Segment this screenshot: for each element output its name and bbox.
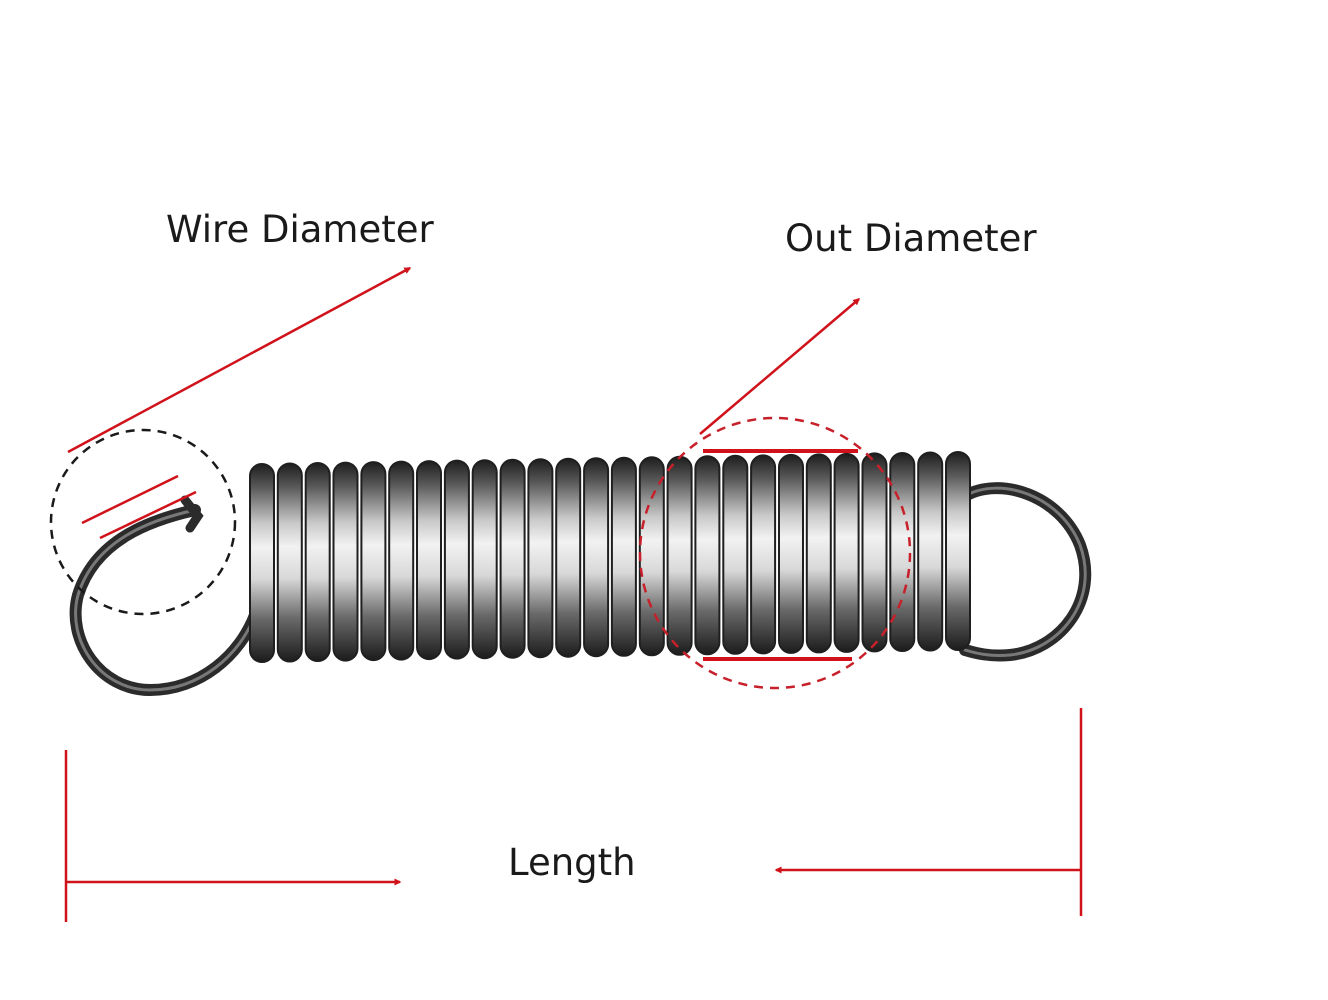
spring-coil (917, 451, 944, 652)
spring-coil (833, 452, 860, 653)
length-label: Length (508, 841, 636, 884)
spring-coil (945, 451, 971, 651)
spring-coil (750, 454, 777, 655)
wire-diameter-line-2 (99, 490, 197, 540)
spring-coil (527, 458, 554, 659)
spring-coil (304, 462, 331, 662)
spring-coil (666, 455, 693, 656)
out-diameter-label: Out Diameter (785, 217, 1037, 260)
spring-coil (778, 453, 804, 654)
out-diameter-arrow (699, 298, 861, 435)
spring-coil (889, 452, 916, 652)
wire-diameter-label: Wire Diameter (166, 208, 434, 251)
spring-coil (360, 461, 387, 662)
spring-coil (638, 456, 665, 657)
spring-coil (555, 457, 582, 658)
spring-coil (694, 455, 721, 656)
spring-coil (388, 460, 415, 661)
spring-body (249, 451, 971, 663)
left-hook (69, 495, 261, 697)
spring-coil (861, 452, 888, 653)
out-diameter-callout-circle (638, 416, 912, 690)
spring-coil (610, 456, 637, 657)
spring-coil (499, 458, 526, 659)
wire-diameter-arrow (67, 266, 412, 454)
wire-diameter-line-1 (81, 474, 179, 525)
spring-coil (332, 461, 359, 662)
spring-coil (471, 459, 498, 660)
spring-coil (583, 457, 610, 658)
spring-coil (443, 459, 470, 660)
spring-coil (805, 453, 832, 654)
spring-coil (416, 460, 442, 661)
right-hook (959, 482, 1092, 662)
wire-diameter-callout-circle (49, 428, 237, 616)
spring-coil (722, 454, 749, 655)
spring-coil (249, 463, 275, 663)
spring-coil (276, 462, 303, 663)
